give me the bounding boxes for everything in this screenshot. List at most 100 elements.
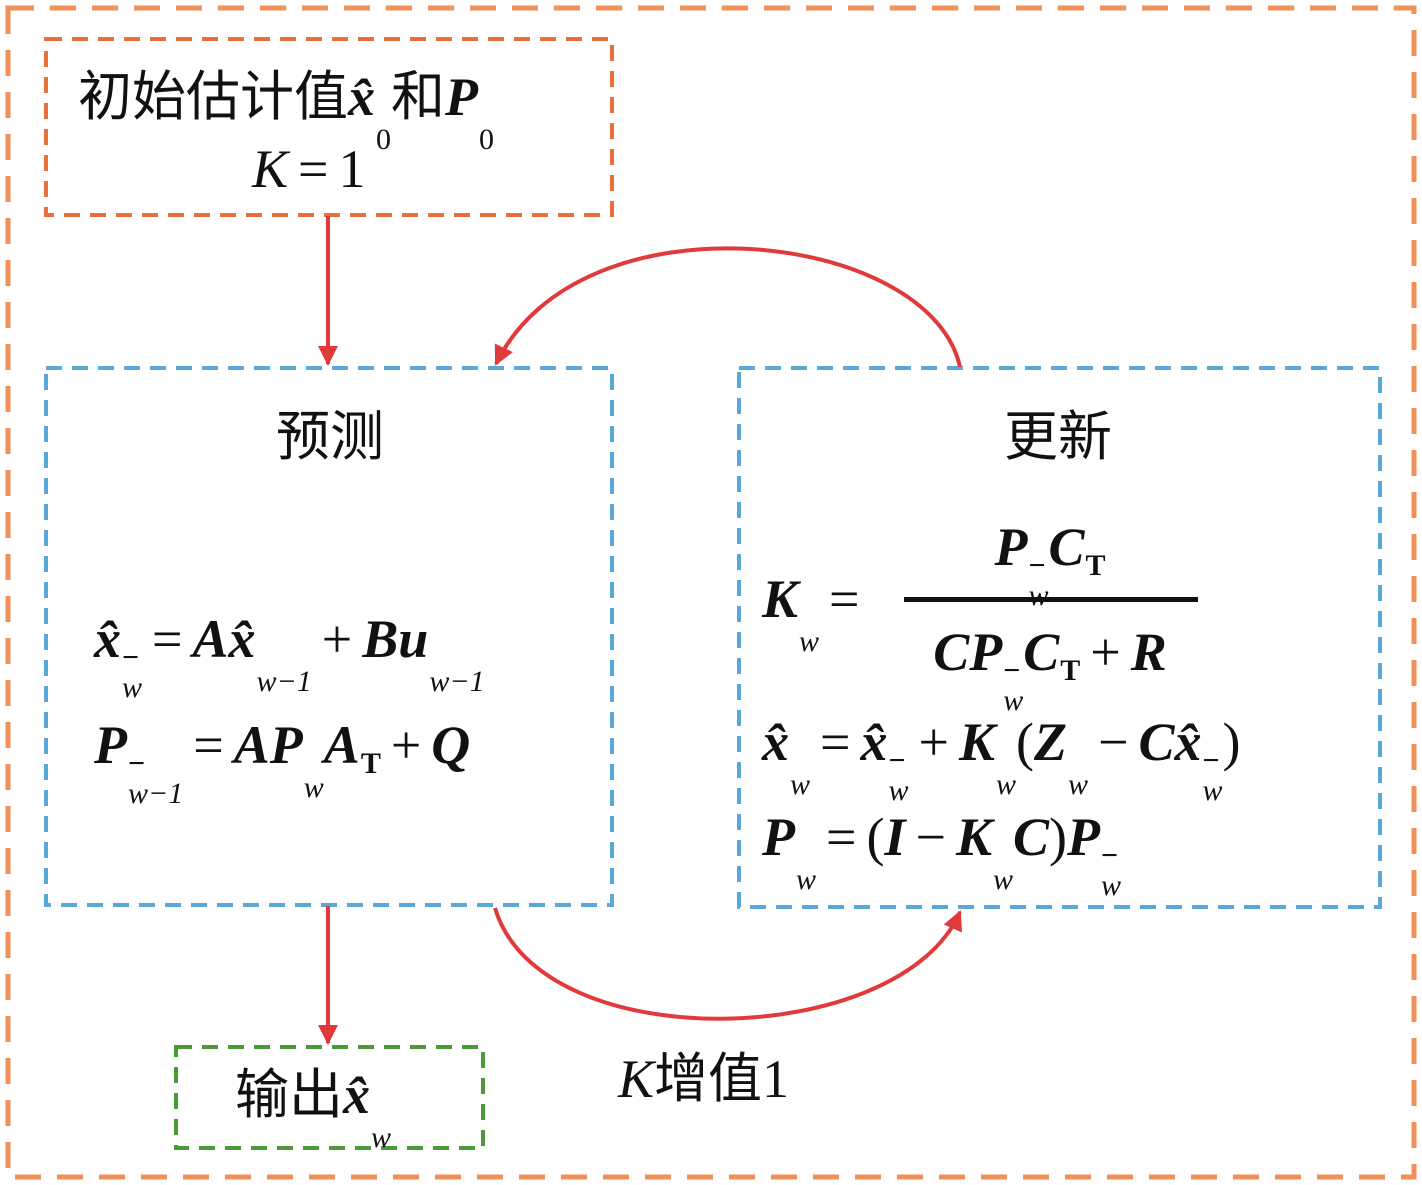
script-group: w <box>304 743 324 803</box>
formula-subscript: w <box>796 863 817 896</box>
formula-superscript <box>257 637 312 667</box>
formula-symbol: x̂ <box>348 67 375 127</box>
formula-symbol: P <box>94 715 127 775</box>
formula-subscript: w <box>1202 774 1223 807</box>
formula-symbol: + <box>321 609 353 669</box>
formula-subscript: w <box>790 768 811 801</box>
formula-symbol: = <box>193 715 224 775</box>
formula-symbol: 和 <box>391 67 445 127</box>
formula-subscript: 0 <box>376 123 391 156</box>
formula-superscript: T <box>1060 654 1081 687</box>
script-group: T <box>1086 551 1106 611</box>
formula-superscript <box>376 95 391 125</box>
formula-subscript: w <box>888 774 909 807</box>
formula-symbol: 增值1 <box>654 1049 790 1109</box>
formula-superscript: T <box>1085 549 1106 582</box>
init-box-border <box>44 37 614 217</box>
formula-subscript <box>1086 581 1106 611</box>
formula-symbol: I <box>884 807 906 867</box>
outer-frame <box>5 5 1417 1180</box>
formula-superscript <box>996 740 1016 770</box>
formula-superscript: T <box>360 747 381 780</box>
formula-symbol: K <box>252 139 289 199</box>
formula-symbol: = <box>298 139 329 199</box>
formula-symbol: − <box>1098 712 1129 772</box>
script-group: w <box>993 835 1013 895</box>
output-label: 输出x̂w <box>235 1068 391 1153</box>
fraction-bar <box>904 597 1198 602</box>
script-group: w−1 <box>257 637 312 697</box>
formula-symbol: Z <box>1034 712 1067 772</box>
formula-symbol: x̂ <box>94 609 121 669</box>
script-group: −w <box>1101 841 1121 901</box>
formula-superscript <box>796 835 816 865</box>
output-box-border <box>174 1045 485 1150</box>
formula-superscript: − <box>1003 654 1021 687</box>
formula-symbol: K <box>762 569 799 629</box>
script-group: w <box>1068 740 1088 800</box>
formula-symbol: ) <box>1222 712 1241 772</box>
formula-symbol: A <box>233 715 270 775</box>
script-group: −w <box>888 746 908 806</box>
formula-symbol: K <box>618 1049 655 1109</box>
formula-symbol: C <box>933 622 970 682</box>
script-group: −w <box>1203 746 1223 806</box>
formula-subscript: w <box>1068 768 1089 801</box>
script-group: −w <box>1028 551 1048 611</box>
formula-symbol: K <box>955 807 992 867</box>
formula-superscript: − <box>1202 744 1220 777</box>
script-group: w <box>796 835 816 895</box>
formula-symbol: C <box>1013 807 1050 867</box>
formula-symbol: 1 <box>338 139 366 199</box>
formula-symbol: P <box>762 807 795 867</box>
formula-subscript: w <box>1028 579 1049 612</box>
formula-symbol: = <box>829 569 860 629</box>
predict-title: 预测 <box>276 407 384 467</box>
arrow-update-to-predict <box>494 246 962 368</box>
script-group: w <box>371 1093 391 1153</box>
init-line2: K=1 <box>252 142 366 196</box>
formula-subscript: w <box>371 1121 392 1154</box>
script-group: 0 <box>479 95 494 155</box>
formula-symbol: 输出 <box>235 1065 343 1125</box>
formula-subscript: w <box>1101 869 1122 902</box>
formula-subscript: 0 <box>479 123 494 156</box>
formula-symbol: − <box>915 807 946 867</box>
formula-superscript <box>790 740 810 770</box>
formula-symbol: ) <box>1049 807 1068 867</box>
formula-symbol: C <box>1048 517 1085 577</box>
formula-symbol: P <box>445 67 478 127</box>
formula-symbol: = <box>826 807 857 867</box>
formula-subscript: w−1 <box>429 665 485 698</box>
loop-increment-label: K增值1 <box>618 1052 789 1106</box>
formula-symbol: x̂ <box>1174 712 1202 772</box>
predict-box-border <box>44 366 614 907</box>
formula-symbol: P <box>994 517 1028 577</box>
formula-symbol: ( <box>866 807 885 867</box>
formula-symbol: R <box>1130 622 1167 682</box>
update-box-border <box>737 366 1382 909</box>
formula-symbol: P <box>1067 807 1101 867</box>
formula-superscript <box>429 637 484 667</box>
formula-superscript <box>1068 740 1088 770</box>
formula-symbol: A <box>323 715 360 775</box>
script-group: w−1 <box>429 637 484 697</box>
formula-superscript: − <box>122 641 140 674</box>
formula-subscript: w <box>1003 684 1024 717</box>
formula-subscript: w−1 <box>128 777 184 810</box>
formula-superscript <box>993 835 1013 865</box>
script-group: 0 <box>376 95 391 155</box>
formula-superscript <box>479 95 494 125</box>
formula-subscript: w <box>799 625 820 658</box>
script-group: T <box>1060 656 1080 716</box>
formula-symbol: K <box>958 712 995 772</box>
formula-symbol: + <box>1090 622 1121 682</box>
formula-symbol: x̂ <box>343 1065 370 1125</box>
script-group: w <box>790 740 810 800</box>
